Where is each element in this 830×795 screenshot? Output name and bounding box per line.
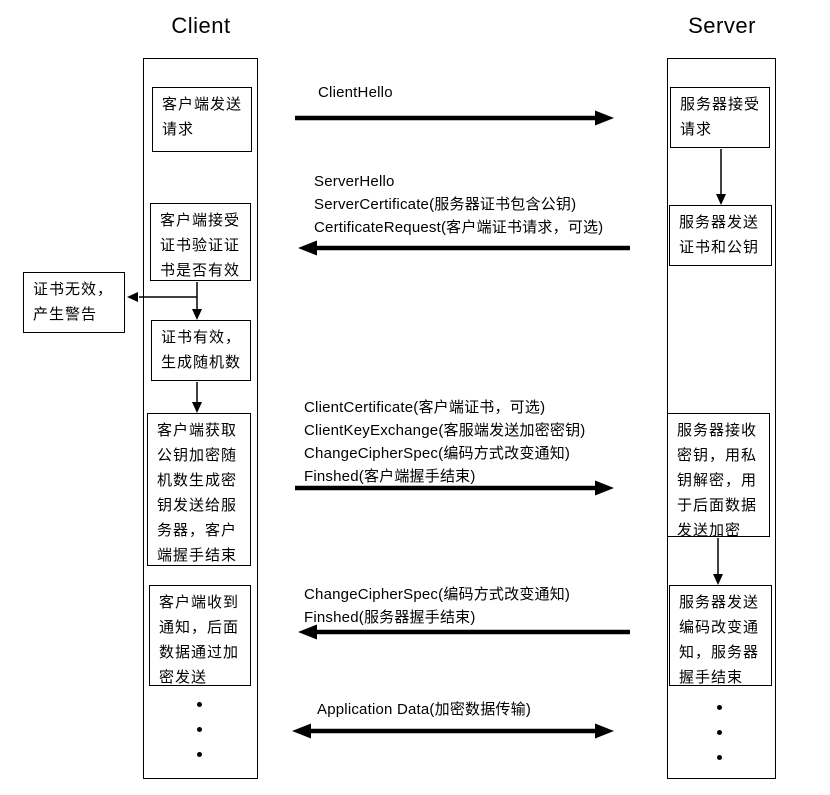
serverhello-arrow	[298, 240, 630, 256]
dot	[197, 752, 202, 757]
message-line: Finshed(服务器握手结束)	[304, 609, 476, 626]
message-line: ChangeCipherSpec(编码方式改变通知)	[304, 445, 571, 462]
message-line: Finshed(客户端握手结束)	[304, 468, 476, 485]
client-box-cert-valid-random: 证书有效， 生成随机数	[151, 320, 251, 381]
message-clienthello: ClientHello	[318, 81, 393, 104]
server-box-accept-request: 服务器接受 请求	[670, 87, 770, 148]
server-box-change-cipher-finish: 服务器发送 编码改变通 知，服务器 握手结束	[669, 585, 772, 686]
message-serverhello-group: ServerHello ServerCertificate(服务器证书包含公钥)…	[314, 170, 603, 239]
message-line: ClientHello	[318, 84, 393, 101]
message-line: ServerHello	[314, 173, 395, 190]
dot	[717, 730, 722, 735]
dot	[717, 755, 722, 760]
client-box-cert-invalid-warning: 证书无效， 产生警告	[23, 272, 125, 333]
dot	[717, 705, 722, 710]
client-box-verify-cert: 客户端接受 证书验证证 书是否有效	[150, 203, 251, 281]
server-box-receive-key-decrypt: 服务器接收 密钥，用私 钥解密，用 于后面数据 发送加密	[667, 413, 770, 539]
applicationdata-arrow	[292, 723, 614, 739]
server-box-send-cert: 服务器发送 证书和公钥	[669, 205, 772, 266]
message-line: ServerCertificate(服务器证书包含公钥)	[314, 196, 577, 213]
dot	[197, 702, 202, 707]
message-line: ClientCertificate(客户端证书，可选)	[304, 399, 546, 416]
message-applicationdata: Application Data(加密数据传输)	[317, 698, 531, 721]
server-ellipsis-dots	[717, 705, 722, 760]
client-box-send-request: 客户端发送 请求	[152, 87, 252, 152]
message-line: CertificateRequest(客户端证书请求，可选)	[314, 219, 604, 236]
message-line: ChangeCipherSpec(编码方式改变通知)	[304, 586, 571, 603]
dot	[197, 727, 202, 732]
client-ellipsis-dots	[197, 702, 202, 757]
message-line: ClientKeyExchange(客服端发送加密密钥)	[304, 422, 586, 439]
clienthello-arrow	[295, 110, 614, 126]
server-title: Server	[688, 13, 756, 38]
client-title: Client	[171, 13, 231, 38]
message-line: Application Data(加密数据传输)	[317, 701, 532, 718]
client-box-receive-notice: 客户端收到 通知，后面 数据通过加 密发送	[149, 585, 251, 686]
message-clientcertificate-group: ClientCertificate(客户端证书，可选) ClientKeyExc…	[304, 396, 586, 488]
client-box-encrypt-send-key: 客户端获取 公钥加密随 机数生成密 钥发送给服 务器，客户 端握手结束	[147, 413, 251, 566]
message-changecipherspec-group: ChangeCipherSpec(编码方式改变通知) Finshed(服务器握手…	[304, 583, 570, 629]
